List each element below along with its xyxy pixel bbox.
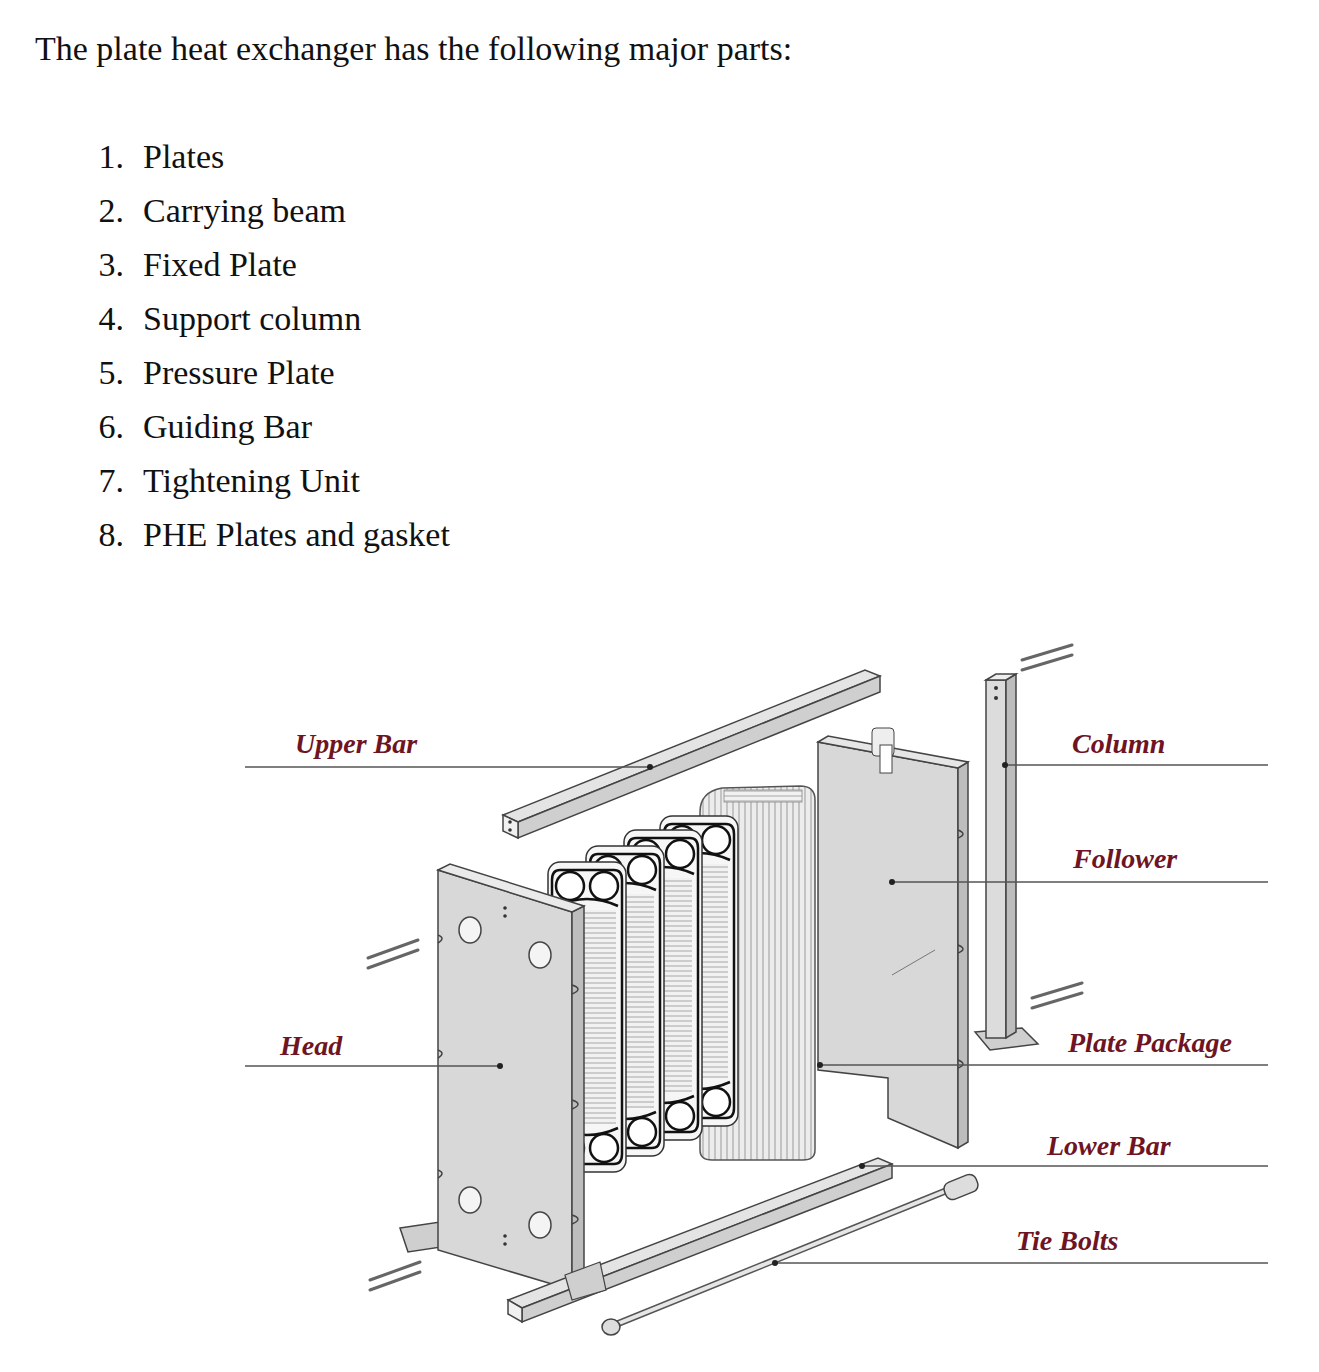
callout-label: Plate Package: [1068, 1029, 1232, 1057]
leader-dots: [1002, 762, 1008, 768]
head-plate: [503, 1242, 507, 1246]
head-plate: [503, 914, 507, 918]
head-plate: [503, 906, 507, 910]
support-column: [1006, 674, 1016, 1038]
head-plate: [438, 935, 442, 1178]
leader-lines: [1005, 764, 1268, 766]
leader-lines: [245, 1065, 500, 1067]
follower-plate: [818, 728, 968, 1148]
leader-lines: [775, 1262, 1268, 1264]
callout-label: Follower: [1073, 845, 1177, 873]
list-number: 7.: [80, 464, 124, 498]
support-column: [986, 674, 1016, 680]
leader-lines: [862, 1165, 1268, 1167]
upper-bar: [503, 815, 518, 838]
leader-lines: [892, 881, 1268, 883]
page-heading: The plate heat exchanger has the followi…: [35, 32, 792, 66]
screws: [1032, 993, 1082, 1008]
list-number: 8.: [80, 518, 124, 552]
support-column: [986, 680, 1006, 1038]
head-plate: [529, 1212, 551, 1238]
lower-bar: [522, 1164, 892, 1322]
leader-lines: [245, 766, 650, 768]
follower-plate: [892, 950, 935, 975]
part-name: Plates: [143, 140, 224, 174]
lower-bar: [565, 1262, 606, 1300]
part-name: Support column: [143, 302, 361, 336]
upper-bar: [508, 828, 512, 832]
list-number: 5.: [80, 356, 124, 390]
leader-lines: [820, 1064, 1268, 1066]
lower-bar: [508, 1158, 892, 1322]
upper-bar: [503, 670, 880, 822]
support-column: [994, 686, 998, 690]
part-name: Carrying beam: [143, 194, 346, 228]
tie-bolt: [612, 1190, 948, 1326]
screws: [370, 1262, 420, 1280]
tie-bolt: [942, 1172, 980, 1201]
list-number: 4.: [80, 302, 124, 336]
callout-label: Head: [280, 1032, 342, 1060]
screws: [370, 1272, 420, 1290]
support-column: [975, 674, 1038, 1050]
leader-dots: [889, 879, 895, 885]
head-plate: [572, 985, 578, 1224]
tie-bolt: [602, 1172, 980, 1335]
leader-dots: [647, 764, 653, 770]
leader-dots: [772, 1260, 778, 1266]
list-number: 2.: [80, 194, 124, 228]
part-name: Fixed Plate: [143, 248, 297, 282]
part-name: PHE Plates and gasket: [143, 518, 450, 552]
callout-label: Lower Bar: [1047, 1132, 1171, 1160]
screws: [368, 950, 418, 968]
list-number: 1.: [80, 140, 124, 174]
follower-plate: [958, 762, 968, 1148]
upper-bar: [518, 676, 880, 838]
upper-bar: [508, 820, 512, 824]
head-plate: [572, 906, 584, 1290]
head-plate: [459, 1187, 481, 1213]
follower-plate: [958, 830, 963, 1068]
callout-label: Column: [1072, 730, 1165, 758]
leader-lines: [245, 765, 1268, 1263]
follower-plate: [818, 742, 958, 1148]
leader-dots: [859, 1163, 865, 1169]
callout-label: Upper Bar: [295, 730, 417, 758]
upper-bar: [503, 670, 880, 838]
follower-plate: [880, 745, 892, 773]
head-plate: [438, 864, 584, 912]
list-number: 3.: [80, 248, 124, 282]
part-name: Guiding Bar: [143, 410, 312, 444]
tie-bolt: [612, 1190, 948, 1326]
leader-dots: [497, 1063, 503, 1069]
list-number: 6.: [80, 410, 124, 444]
head-plate: [400, 864, 584, 1290]
head-plate: [503, 1234, 507, 1238]
screws: [1022, 655, 1072, 670]
plate-package: [724, 790, 802, 802]
head-plate: [459, 917, 481, 943]
head-plate: [438, 870, 572, 1290]
leader-dots: [817, 1062, 823, 1068]
screws: [368, 645, 1082, 1290]
callout-label: Tie Bolts: [1016, 1227, 1118, 1255]
head-plate: [529, 942, 551, 968]
part-name: Pressure Plate: [143, 356, 335, 390]
part-name: Tightening Unit: [143, 464, 360, 498]
tie-bolt: [602, 1319, 620, 1335]
lower-bar: [508, 1300, 522, 1322]
leader-dots: [497, 762, 1008, 1266]
support-column: [994, 696, 998, 700]
screws: [368, 940, 418, 958]
